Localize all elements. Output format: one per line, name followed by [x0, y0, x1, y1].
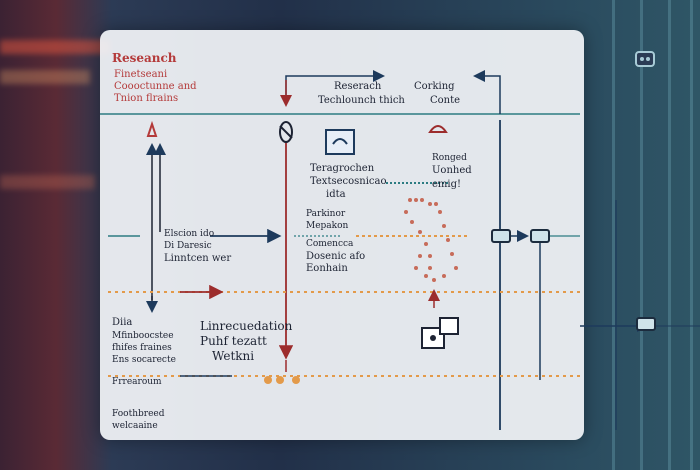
node-label: Foothbreed [112, 409, 165, 419]
header-title: Reseanch [112, 51, 177, 65]
decor-bar [640, 0, 643, 470]
node-label: Ens socarecte [112, 355, 176, 365]
node-label: welcaaine [112, 421, 158, 431]
top-label-right: Corking [414, 81, 455, 92]
triangle-arrow-icon [146, 120, 158, 137]
node-label: Ronged [432, 153, 467, 163]
node-label: Uonhed [432, 165, 472, 176]
node-label: emig! [432, 179, 462, 190]
node-label: fhifes fraines [112, 343, 172, 353]
node-label: Parkinor [306, 209, 346, 219]
connector [473, 70, 501, 114]
decor-bar [690, 0, 693, 470]
caution-icon [428, 125, 448, 133]
node-label: Wetkni [212, 349, 255, 363]
node-label: Eonhain [306, 263, 348, 274]
connector-node-icon [636, 317, 656, 331]
node-label: Puhf tezatt [200, 334, 267, 348]
puzzle-icon [421, 317, 459, 349]
node-dot [276, 376, 284, 384]
node-label: Elscion ido [164, 229, 215, 239]
node-dot [264, 376, 272, 384]
bug-icon [279, 121, 293, 143]
dot-cluster [404, 198, 458, 282]
node-label: Diia [112, 317, 133, 328]
header-subtitle-line: Tnion flrains [114, 93, 179, 104]
connector-node-icon [491, 229, 511, 243]
node-dot [292, 376, 300, 384]
node-label: Teragrochen [310, 163, 375, 174]
robot-icon [635, 51, 655, 67]
decor-bar [668, 0, 671, 470]
node-label: Textsecosnicao [310, 176, 387, 187]
node-label: Linntcen wer [164, 253, 232, 264]
node-label: Mepakon [306, 221, 349, 231]
streak [0, 175, 95, 189]
node-label: Di Daresic [164, 241, 212, 251]
node-label: Mfinboocstee [112, 331, 174, 341]
node-label: idta [326, 189, 346, 200]
node-label: Frrearoum [112, 377, 162, 387]
node-label: Linrecuedation [200, 319, 293, 333]
connector-node-icon [530, 229, 550, 243]
window-icon [325, 129, 355, 155]
top-label-left: Reserach [334, 81, 382, 92]
node-label: Comencca [306, 239, 354, 249]
decor-bar [612, 0, 615, 470]
node-label: Dosenic afo [306, 251, 366, 262]
orange-streak [0, 70, 90, 84]
top-label-right: Conte [430, 95, 461, 106]
header-subtitle-line: Finetseani [114, 69, 168, 80]
red-streak [0, 40, 110, 54]
header-subtitle-line: Coooctunne and [114, 81, 197, 92]
top-label-left: Techlounch thich [318, 95, 405, 106]
